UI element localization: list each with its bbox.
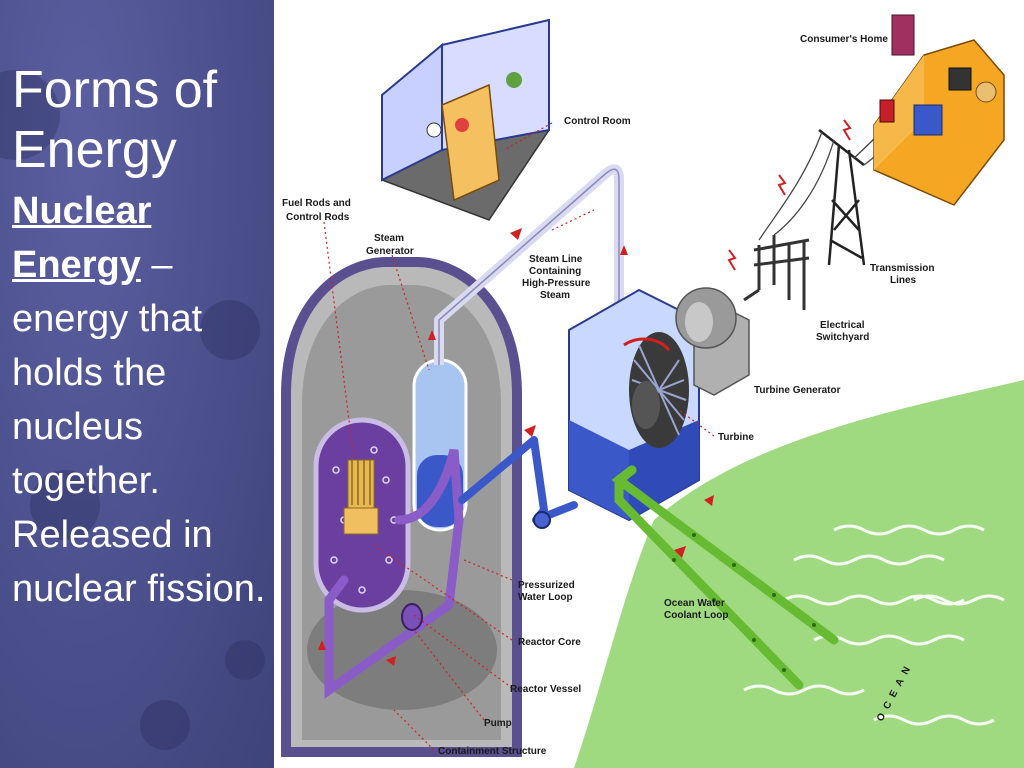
label-fuel-rods-line2: Control Rods	[286, 212, 350, 223]
label-transmission-line2: Lines	[890, 275, 917, 286]
pressurized-water-loop	[324, 448, 464, 699]
label-ocean-coolant-line2: Coolant Loop	[664, 610, 728, 621]
reactor-core	[343, 459, 379, 535]
diagram-svg: Consumer's Home Control Room Fuel Rods a…	[281, 14, 1024, 768]
chimney	[891, 14, 915, 56]
label-ocean-coolant-line1: Ocean Water	[664, 598, 725, 609]
label-turbine: Turbine	[718, 432, 754, 443]
label-steam-generator-line1: Steam	[374, 233, 404, 244]
feedwater-pump	[533, 511, 551, 529]
label-steam-generator-line2: Generator	[366, 246, 414, 257]
control-room	[381, 18, 550, 221]
operator	[426, 122, 442, 138]
control-console	[441, 83, 500, 202]
slide-body: Nuclear Energy – energy that holds the n…	[12, 184, 270, 616]
label-fuel-rods-line1: Fuel Rods and	[282, 198, 351, 209]
background-bubble	[140, 700, 190, 750]
label-transmission-line1: Transmission	[870, 263, 934, 274]
reactor-pump	[401, 603, 423, 631]
condenser-water-left	[569, 420, 629, 520]
definition-text: energy that holds the nucleus together. …	[12, 298, 266, 610]
leader-lines	[323, 122, 715, 751]
term-separator: –	[140, 244, 173, 286]
ocean-waves	[743, 524, 1005, 726]
slide-title: Forms of Energy	[12, 61, 218, 179]
operator	[455, 118, 469, 132]
label-containment-structure: Containment Structure	[438, 746, 547, 757]
steam-line-outline	[438, 168, 620, 375]
slide-text: Forms of Energy Nuclear Energy – energy …	[12, 60, 270, 616]
computer-monitor	[948, 67, 972, 91]
flow-arrows	[318, 228, 714, 666]
nuclear-plant-diagram: Consumer's Home Control Room Fuel Rods a…	[274, 0, 1024, 768]
turbine	[623, 332, 689, 448]
term-nuclear-energy: Nuclear Energy	[12, 190, 152, 286]
ocean-area	[574, 380, 1024, 768]
coolant-pipe-dots	[672, 533, 816, 672]
label-reactor-core: Reactor Core	[518, 637, 581, 648]
label-steam-line-line3: High-Pressure	[522, 278, 591, 289]
label-steam-line-line4: Steam	[540, 290, 570, 301]
consumers-home	[873, 14, 1005, 206]
transmission-tower	[818, 129, 866, 266]
label-pressurized-line2: Water Loop	[518, 592, 573, 603]
containment-floor	[307, 590, 497, 710]
background-bubble	[225, 640, 265, 680]
electrical-panel	[879, 99, 895, 123]
label-switchyard-line2: Switchyard	[816, 332, 869, 343]
label-control-room: Control Room	[564, 116, 631, 127]
label-switchyard-line1: Electrical	[820, 320, 865, 331]
background-bubble	[30, 470, 100, 540]
electricity-bolts	[727, 119, 852, 271]
text-panel: Forms of Energy Nuclear Energy – energy …	[0, 0, 274, 768]
label-reactor-vessel: Reactor Vessel	[510, 684, 581, 695]
label-pressurized-line1: Pressurized	[518, 580, 575, 591]
label-consumers-home: Consumer's Home	[800, 34, 888, 45]
turbine-generator	[675, 287, 750, 396]
armchair	[913, 104, 943, 136]
label-steam-line-line1: Steam Line	[529, 254, 583, 265]
label-turbine-generator: Turbine Generator	[754, 385, 841, 396]
operator	[506, 72, 522, 88]
label-pump: Pump	[484, 718, 512, 729]
lamp	[975, 81, 997, 103]
coolant-pipe-out	[614, 465, 804, 690]
label-steam-line-line2: Containing	[529, 266, 581, 277]
electrical-switchyard	[743, 235, 810, 310]
background-bubble	[200, 300, 260, 360]
